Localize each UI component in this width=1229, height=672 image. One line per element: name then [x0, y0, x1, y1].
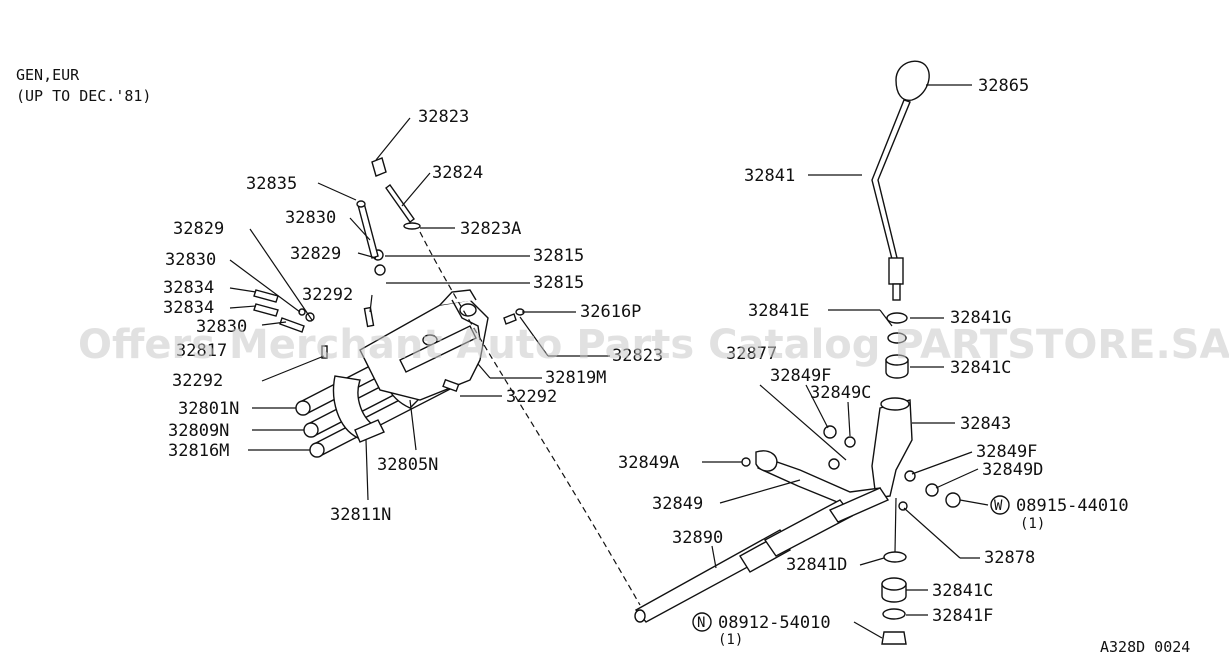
label-32843: 32843	[960, 414, 1011, 434]
label-32805n: 32805N	[377, 455, 438, 475]
label-prefix-n: N	[697, 615, 705, 631]
label-32829: 32829	[173, 219, 224, 239]
label-32830: 32830	[196, 317, 247, 337]
label-32823: 32823	[418, 107, 469, 127]
label-32616p: 32616P	[580, 302, 641, 322]
label-32830: 32830	[165, 250, 216, 270]
label-32292: 32292	[506, 387, 557, 407]
shift-lever-rod	[871, 99, 911, 264]
label-32849c: 32849C	[810, 383, 871, 403]
label-32830: 32830	[285, 208, 336, 228]
shift-housing	[359, 289, 489, 401]
label-32815: 32815	[533, 273, 584, 293]
watermark: Offers Merchant Auto Parts Catalog PARTS…	[78, 322, 1229, 368]
label-32834: 32834	[163, 278, 214, 298]
leader-lines	[229, 84, 989, 639]
label-32292: 32292	[172, 371, 223, 391]
label-08915-44010: 08915-44010	[1016, 496, 1129, 516]
label-32811n: 32811N	[330, 505, 391, 525]
label-32835: 32835	[246, 174, 297, 194]
header-line-1: GEN,EUR	[16, 66, 80, 84]
part-labels: 32823 32824 32835 32823A 32830 32829 328…	[163, 76, 1129, 648]
label-32841g: 32841G	[950, 308, 1011, 328]
label-32841d: 32841D	[786, 555, 847, 575]
nut-symbol-icon	[692, 612, 712, 632]
control-rod	[634, 487, 890, 623]
label-32823a: 32823A	[460, 219, 521, 239]
label-32849: 32849	[652, 494, 703, 514]
label-prefix-w: W	[994, 498, 1003, 514]
footer-code: A328D 0024	[1100, 638, 1190, 656]
label-32817: 32817	[176, 341, 227, 361]
label-32816m: 32816M	[168, 441, 229, 461]
label-08912-54010: 08912-54010	[718, 613, 831, 633]
label-32819m: 32819M	[545, 368, 606, 388]
label-32877: 32877	[726, 344, 777, 364]
header-line-2: (UP TO DEC.'81)	[16, 87, 151, 105]
label-32849f: 32849F	[976, 442, 1037, 462]
label-32841e: 32841E	[748, 301, 809, 321]
label-08912-qty: (1)	[718, 632, 743, 648]
label-32834: 32834	[163, 298, 214, 318]
label-32841c: 32841C	[932, 581, 993, 601]
detent-parts	[253, 157, 525, 393]
label-32849a: 32849A	[618, 453, 679, 473]
label-32801n: 32801N	[178, 399, 239, 419]
label-32292: 32292	[302, 285, 353, 305]
label-32829: 32829	[290, 244, 341, 264]
gear-lever-assembly	[634, 60, 961, 645]
label-32841: 32841	[744, 166, 795, 186]
label-32815: 32815	[533, 246, 584, 266]
label-32878: 32878	[984, 548, 1035, 568]
shift-knob	[895, 60, 930, 101]
label-32865: 32865	[978, 76, 1029, 96]
label-32841f: 32841F	[932, 606, 993, 626]
label-32849d: 32849D	[982, 460, 1043, 480]
label-08915-qty: (1)	[1020, 516, 1045, 532]
label-32849f: 32849F	[770, 366, 831, 386]
label-32824: 32824	[432, 163, 483, 183]
label-32823: 32823	[612, 346, 663, 366]
label-32809n: 32809N	[168, 421, 229, 441]
label-32890: 32890	[672, 528, 723, 548]
label-32841c: 32841C	[950, 358, 1011, 378]
shift-rail-assembly	[253, 157, 525, 458]
washer-symbol-icon	[990, 495, 1010, 515]
